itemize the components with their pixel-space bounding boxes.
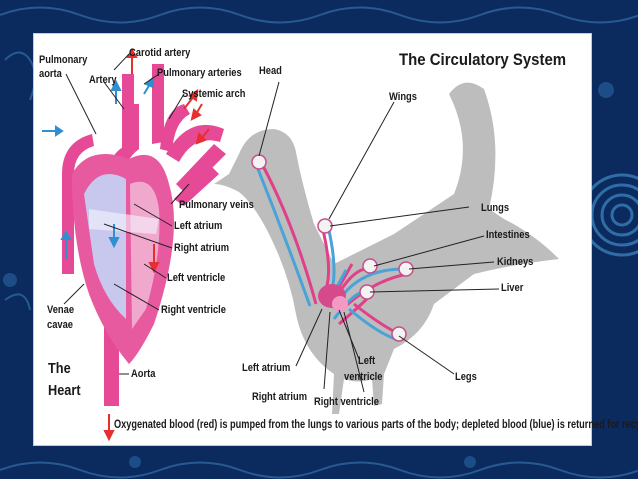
circulatory-drawing <box>42 47 559 442</box>
heart-title-line2: Heart <box>48 382 81 399</box>
leader-lines <box>63 53 500 393</box>
label-wings: Wings <box>389 91 417 103</box>
label-bird-left-ventricle-line1: Left <box>358 355 376 367</box>
label-pulmonary-veins: Pulmonary veins <box>179 199 254 211</box>
label-head: Head <box>259 65 282 77</box>
label-venae-cavae-line2: cavae <box>47 319 74 331</box>
red-arrows <box>103 47 210 442</box>
caption: Oxygenated blood (red) is pumped from th… <box>114 419 638 431</box>
heart-drawing <box>62 64 226 406</box>
label-kidneys: Kidneys <box>497 256 534 268</box>
label-systemic-arch: Systemic arch <box>182 88 246 100</box>
label-bird-left-ventricle-line2: ventricle <box>344 371 383 383</box>
diagram-title: The Circulatory System <box>399 50 567 69</box>
diagram-panel: The Circulatory System Pulmonary aorta A… <box>33 33 638 446</box>
label-bird-right-atrium: Right atrium <box>252 391 308 403</box>
label-artery: Artery <box>89 74 117 86</box>
label-venae-cavae-line1: Venae <box>47 304 75 316</box>
label-bird-right-ventricle: Right ventricle <box>314 396 379 408</box>
label-bird-left-atrium: Left atrium <box>242 362 291 374</box>
label-right-atrium: Right atrium <box>174 242 230 254</box>
label-legs: Legs <box>455 371 477 383</box>
heart-title-line1: The <box>48 360 71 377</box>
label-intestines: Intestines <box>486 229 530 241</box>
bird-organ-beds <box>251 154 414 342</box>
label-liver: Liver <box>501 282 524 294</box>
label-lungs: Lungs <box>481 202 510 214</box>
label-aorta: Aorta <box>131 368 156 380</box>
label-pulmonary-aorta-line2: aorta <box>39 68 62 80</box>
label-pulmonary-aorta-line1: Pulmonary <box>39 54 88 66</box>
label-right-ventricle: Right ventricle <box>161 304 226 316</box>
bird-heart <box>318 284 348 312</box>
blue-arrows <box>42 75 154 259</box>
label-left-ventricle: Left ventricle <box>167 272 226 284</box>
label-carotid-artery: Carotid artery <box>129 47 191 59</box>
label-pulmonary-arteries: Pulmonary arteries <box>157 67 242 79</box>
bird-silhouette <box>214 82 559 415</box>
label-left-atrium: Left atrium <box>174 220 223 232</box>
